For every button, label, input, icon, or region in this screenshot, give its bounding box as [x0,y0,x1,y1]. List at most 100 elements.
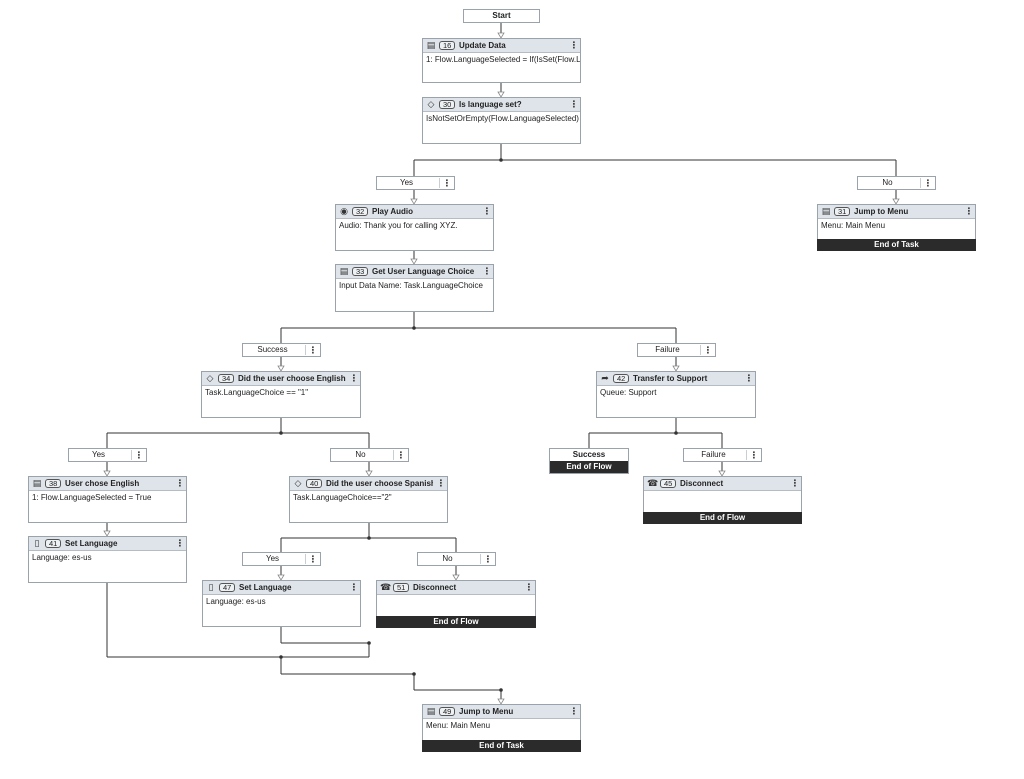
pill-divider [305,554,306,564]
kebab-menu-icon[interactable]: ⋮ [923,178,933,188]
kebab-menu-icon[interactable]: ⋮ [790,478,800,488]
pill-divider [700,345,701,355]
node-38-user-chose-english[interactable]: ▤ 38 User chose English ⋮ 1: Flow.Langua… [28,476,187,523]
node-body: Audio: Thank you for calling XYZ. [339,221,458,230]
node-id-badge: 38 [45,478,62,488]
kebab-menu-icon[interactable]: ⋮ [569,706,579,716]
kebab-menu-icon[interactable]: ⋮ [436,478,446,488]
node-header: ▤ 31 Jump to Menu ⋮ [818,205,975,219]
node-title: User chose English [65,479,140,488]
kebab-menu-icon[interactable]: ⋮ [483,554,493,564]
branch-label: Yes [399,178,414,187]
node-title: Get User Language Choice [372,267,475,276]
pill-divider [480,554,481,564]
node-id-badge: 41 [45,538,62,548]
kebab-menu-icon[interactable]: ⋮ [349,582,359,592]
node-47-set-language[interactable]: ▯ 47 Set Language ⋮ Language: es-us [202,580,361,627]
diamond-icon: ◇ [294,478,302,488]
node-title: Update Data [459,41,506,50]
branch-success-end[interactable]: Success End of Flow [549,448,629,474]
node-41-set-language[interactable]: ▯ 41 Set Language ⋮ Language: es-us [28,536,187,583]
node-title: Is language set? [459,100,522,109]
pill-divider [746,450,747,460]
node-id-badge: 40 [306,478,323,488]
node-32-play-audio[interactable]: ◉ 32 Play Audio ⋮ Audio: Thank you for c… [335,204,494,251]
branch-yes[interactable]: Yes ⋮ [242,552,321,566]
node-49-jump-to-menu[interactable]: ▤ 49 Jump to Menu ⋮ Menu: Main Menu End … [422,704,581,752]
database-icon: ▤ [32,478,42,488]
kebab-menu-icon[interactable]: ⋮ [744,373,754,383]
node-title: Set Language [239,583,292,592]
node-header: ◇ 34 Did the user choose English? ⋮ [202,372,360,386]
disconnect-icon: ☎ [380,582,392,592]
kebab-menu-icon[interactable]: ⋮ [749,450,759,460]
kebab-menu-icon[interactable]: ⋮ [308,345,318,355]
disconnect-icon: ☎ [647,478,659,488]
node-id-badge: 33 [352,266,369,276]
branch-failure[interactable]: Failure ⋮ [637,343,716,357]
kebab-menu-icon[interactable]: ⋮ [703,345,713,355]
node-header: ☎ 45 Disconnect ⋮ [644,477,801,491]
node-45-disconnect[interactable]: ☎ 45 Disconnect ⋮ End of Flow [643,476,802,524]
node-body: IsNotSetOrEmpty(Flow.LanguageSelected) [426,114,579,123]
branch-no[interactable]: No ⋮ [417,552,496,566]
kebab-menu-icon[interactable]: ⋮ [396,450,406,460]
branch-failure[interactable]: Failure ⋮ [683,448,762,462]
node-42-transfer-to-support[interactable]: ➦ 42 Transfer to Support ⋮ Queue: Suppor… [596,371,756,418]
branch-label: Failure [655,345,680,354]
node-title: Did the user choose English? [238,374,346,383]
node-header: ◉ 32 Play Audio ⋮ [336,205,493,219]
node-id-badge: 42 [613,373,630,383]
node-33-get-user-language-choice[interactable]: ▤ 33 Get User Language Choice ⋮ Input Da… [335,264,494,312]
document-icon: ▯ [208,582,214,592]
kebab-menu-icon[interactable]: ⋮ [482,206,492,216]
node-title: Transfer to Support [633,374,708,383]
branch-yes[interactable]: Yes ⋮ [376,176,455,190]
kebab-menu-icon[interactable]: ⋮ [308,554,318,564]
node-id-badge: 51 [393,582,410,592]
node-id-badge: 45 [660,478,677,488]
kebab-menu-icon[interactable]: ⋮ [482,266,492,276]
node-40-did-user-choose-spanish[interactable]: ◇ 40 Did the user choose Spanish? ⋮ Task… [289,476,448,523]
node-title: Set Language [65,539,118,548]
node-title: Did the user choose Spanish? [326,479,433,488]
kebab-menu-icon[interactable]: ⋮ [175,538,185,548]
start-node[interactable]: Start [463,9,540,23]
kebab-menu-icon[interactable]: ⋮ [524,582,534,592]
branch-success[interactable]: Success ⋮ [242,343,321,357]
node-body: Input Data Name: Task.LanguageChoice [339,281,483,290]
node-31-jump-to-menu[interactable]: ▤ 31 Jump to Menu ⋮ Menu: Main Menu End … [817,204,976,251]
node-16-update-data[interactable]: ▤ 16 Update Data ⋮ 1: Flow.LanguageSelec… [422,38,581,83]
kebab-menu-icon[interactable]: ⋮ [569,40,579,50]
kebab-menu-icon[interactable]: ⋮ [569,99,579,109]
kebab-menu-icon[interactable]: ⋮ [349,373,359,383]
node-title: Disconnect [680,479,724,488]
node-body: 1: Flow.LanguageSelected = If(IsSet(Flow… [426,55,580,64]
node-id-badge: 31 [834,206,851,216]
kebab-menu-icon[interactable]: ⋮ [134,450,144,460]
kebab-menu-icon[interactable]: ⋮ [964,206,974,216]
branch-no[interactable]: No ⋮ [330,448,409,462]
end-of-task-bar: End of Task [422,740,581,752]
node-header: ▤ 49 Jump to Menu ⋮ [423,705,580,719]
branch-label: Yes [265,554,280,563]
database-icon: ▤ [426,40,436,50]
menu-icon: ▤ [821,206,831,216]
node-body: Menu: Main Menu [821,221,886,230]
node-30-is-language-set[interactable]: ◇ 30 Is language set? ⋮ IsNotSetOrEmpty(… [422,97,581,144]
end-of-flow-bar: End of Flow [376,616,536,628]
node-34-did-user-choose-english[interactable]: ◇ 34 Did the user choose English? ⋮ Task… [201,371,361,418]
kebab-menu-icon[interactable]: ⋮ [175,478,185,488]
node-51-disconnect[interactable]: ☎ 51 Disconnect ⋮ End of Flow [376,580,536,628]
pill-divider [131,450,132,460]
diamond-icon: ◇ [206,373,214,383]
end-of-task-bar: End of Task [817,239,976,251]
node-body: Menu: Main Menu [426,721,491,730]
kebab-menu-icon[interactable]: ⋮ [442,178,452,188]
node-id-badge: 49 [439,706,456,716]
branch-no[interactable]: No ⋮ [857,176,936,190]
node-title: Jump to Menu [854,207,909,216]
branch-yes[interactable]: Yes ⋮ [68,448,147,462]
menu-icon: ▤ [426,706,436,716]
node-body: 1: Flow.LanguageSelected = True [32,493,152,502]
